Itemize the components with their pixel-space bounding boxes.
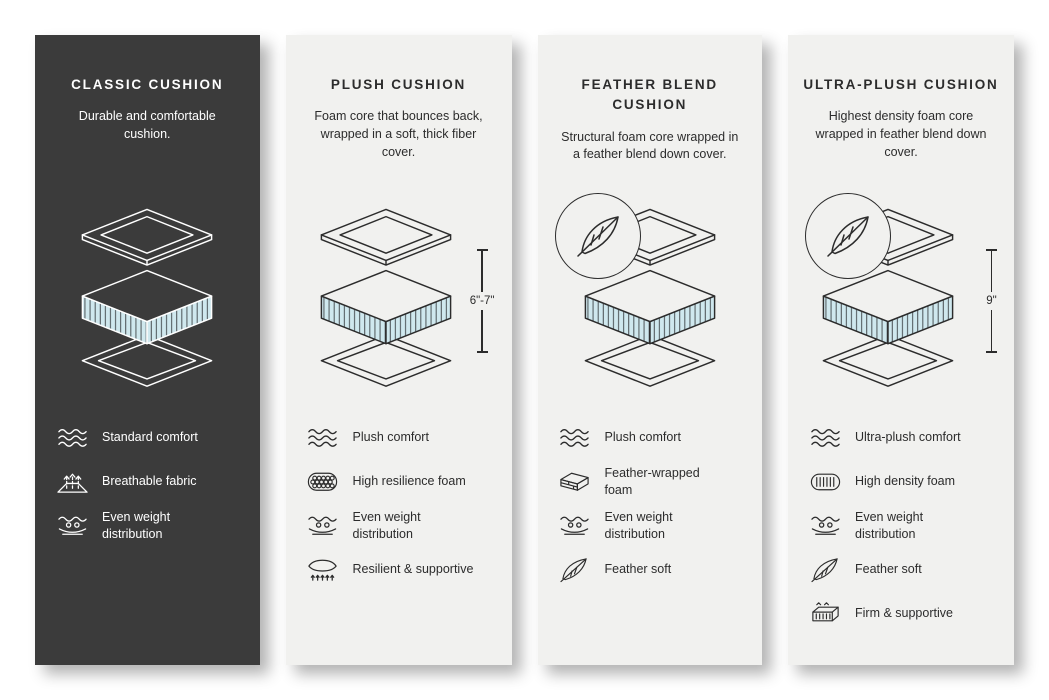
feature-label: Feather soft bbox=[604, 562, 672, 577]
feature-label: Standard comfort bbox=[102, 430, 198, 445]
feather-icon bbox=[572, 210, 624, 262]
measurement-label: 9" bbox=[986, 295, 997, 307]
card-description: Foam core that bounces back, wrapped in … bbox=[314, 109, 483, 159]
measure-top-tick bbox=[476, 249, 488, 251]
feature-row: Even weight distribution bbox=[305, 509, 497, 542]
feature-list: Ultra-plush comfort High density foam Ev… bbox=[803, 413, 999, 630]
feature-row: Feather-wrapped foam bbox=[557, 465, 748, 498]
cushion-card-plush: PLUSH CUSHION Foam core that bounces bac… bbox=[285, 35, 512, 665]
cushion-card-feather-blend: FEATHER BLEND CUSHION Structural foam co… bbox=[537, 35, 762, 665]
feature-list: Plush comfort High resilience foam Even … bbox=[301, 413, 497, 586]
foam-brick-icon bbox=[557, 468, 593, 495]
waves-icon bbox=[557, 424, 593, 451]
breathable-fabric-icon bbox=[54, 468, 90, 495]
card-description: Highest density foam core wrapped in fea… bbox=[815, 109, 987, 159]
card-title: FEATHER BLEND CUSHION bbox=[581, 77, 718, 113]
cushion-illustration-area: 9" bbox=[803, 185, 999, 413]
feature-label: Even weight distribution bbox=[102, 510, 171, 541]
card-header: ULTRA-PLUSH CUSHION Highest density foam… bbox=[803, 35, 999, 185]
feature-row: Plush comfort bbox=[557, 421, 748, 454]
feature-label: Feather soft bbox=[855, 562, 922, 577]
feature-row: Even weight distribution bbox=[557, 509, 748, 542]
feather-icon bbox=[822, 210, 874, 262]
measure-top-tick bbox=[986, 249, 997, 251]
measure-line bbox=[990, 251, 993, 292]
feather-badge bbox=[554, 193, 641, 279]
foam-bubbles-icon bbox=[305, 468, 341, 495]
cushion-layers-illustration bbox=[81, 209, 213, 388]
feature-row: Resilient & supportive bbox=[305, 553, 497, 586]
feature-label: Plush comfort bbox=[604, 430, 681, 445]
waves-icon bbox=[807, 424, 843, 451]
feather-badge bbox=[805, 193, 891, 279]
feature-row: Even weight distribution bbox=[807, 509, 999, 542]
feature-row: Feather soft bbox=[807, 553, 999, 586]
feature-row: Plush comfort bbox=[305, 421, 497, 454]
measure-bottom-tick bbox=[986, 351, 997, 353]
card-description: Durable and comfortable cushion. bbox=[78, 109, 216, 141]
feature-row: High resilience foam bbox=[305, 465, 497, 498]
feature-row: High density foam bbox=[807, 465, 999, 498]
card-title: PLUSH CUSHION bbox=[330, 77, 467, 92]
feature-row: Breathable fabric bbox=[54, 465, 245, 498]
feature-label: Even weight distribution bbox=[352, 510, 421, 541]
feature-row: Standard comfort bbox=[54, 421, 245, 454]
cushion-layers-illustration bbox=[584, 209, 716, 388]
cushion-illustration-area bbox=[50, 185, 245, 413]
feature-label: Even weight distribution bbox=[604, 510, 673, 541]
feature-row: Feather soft bbox=[557, 553, 748, 586]
foam-density-icon bbox=[807, 468, 843, 495]
height-measurement: 9" bbox=[986, 249, 997, 353]
firm-support-icon bbox=[807, 600, 843, 627]
weight-distribution-icon bbox=[557, 512, 593, 539]
weight-distribution-icon bbox=[807, 512, 843, 539]
feature-list: Plush comfort Feather-wrapped foam Even … bbox=[553, 413, 748, 586]
feature-row: Ultra-plush comfort bbox=[807, 421, 999, 454]
card-header: PLUSH CUSHION Foam core that bounces bac… bbox=[301, 35, 497, 185]
feature-label: Feather-wrapped foam bbox=[604, 466, 700, 497]
cushion-card-classic: CLASSIC CUSHION Durable and comfortable … bbox=[35, 35, 260, 665]
weight-distribution-icon bbox=[54, 512, 90, 539]
feature-label: High density foam bbox=[855, 474, 956, 489]
feature-label: Resilient & supportive bbox=[352, 562, 474, 577]
spring-support-icon bbox=[305, 556, 341, 583]
feature-label: Breathable fabric bbox=[102, 474, 197, 489]
feature-label: Ultra-plush comfort bbox=[855, 430, 961, 445]
height-measurement: 6"-7" bbox=[470, 249, 495, 353]
weight-distribution-icon bbox=[305, 512, 341, 539]
card-header: CLASSIC CUSHION Durable and comfortable … bbox=[50, 35, 245, 185]
measurement-label: 6"-7" bbox=[469, 295, 495, 307]
feature-list: Standard comfort Breathable fabric Even … bbox=[50, 413, 245, 542]
feather-icon bbox=[807, 556, 843, 583]
feature-label: High resilience foam bbox=[352, 474, 466, 489]
waves-icon bbox=[305, 424, 341, 451]
feature-row: Firm & supportive bbox=[807, 597, 999, 630]
cushion-layers-illustration bbox=[320, 209, 451, 388]
cushion-illustration-area bbox=[553, 185, 748, 413]
measure-line bbox=[481, 251, 483, 292]
measure-line bbox=[990, 310, 993, 351]
feature-label: Plush comfort bbox=[352, 430, 429, 445]
card-title: CLASSIC CUSHION bbox=[71, 77, 224, 92]
feature-row: Even weight distribution bbox=[54, 509, 245, 542]
cushion-illustration-area: 6"-7" bbox=[301, 185, 497, 413]
cushion-card-ultra-plush: ULTRA-PLUSH CUSHION Highest density foam… bbox=[788, 35, 1014, 665]
measure-bottom-tick bbox=[476, 351, 488, 353]
feature-label: Firm & supportive bbox=[855, 606, 953, 621]
waves-icon bbox=[54, 424, 90, 451]
feature-label: Even weight distribution bbox=[855, 510, 924, 541]
card-header: FEATHER BLEND CUSHION Structural foam co… bbox=[553, 35, 748, 185]
card-description: Structural foam core wrapped in a feathe… bbox=[561, 129, 739, 162]
card-title: ULTRA-PLUSH CUSHION bbox=[803, 77, 999, 92]
measure-line bbox=[481, 310, 483, 351]
feather-icon bbox=[557, 556, 593, 583]
